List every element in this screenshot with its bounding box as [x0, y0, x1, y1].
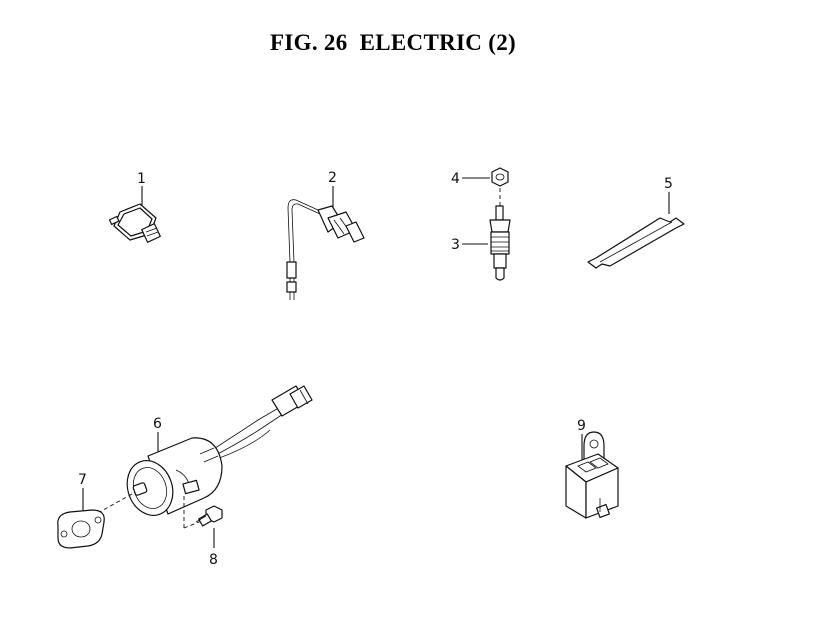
callout-7: 7 [78, 472, 87, 488]
part-1-oil-pressure-switch[interactable]: 1 [108, 171, 161, 243]
callout-5: 5 [664, 176, 673, 192]
callout-4: 4 [451, 171, 460, 187]
part-5-strip-bracket[interactable]: 5 [587, 176, 685, 269]
callout-3: 3 [451, 237, 460, 253]
part-3-glow-plug[interactable]: 3 [451, 205, 511, 281]
part-2-temperature-sensor[interactable]: 2 [286, 170, 365, 300]
figure-title: FIG. 26 ELECTRIC (2) [270, 30, 516, 55]
part-7-gasket[interactable]: 7 [57, 472, 105, 549]
callout-6: 6 [153, 416, 162, 432]
part-8-bolt[interactable]: 8 [195, 505, 223, 568]
callout-8: 8 [209, 552, 218, 568]
part-6-stop-solenoid[interactable]: 6 [95, 385, 313, 529]
part-9-relay[interactable]: 9 [565, 418, 619, 519]
callout-2: 2 [328, 170, 337, 186]
part-4-nut[interactable]: 4 [451, 167, 509, 206]
callout-1: 1 [137, 171, 146, 187]
callout-9: 9 [577, 418, 586, 434]
